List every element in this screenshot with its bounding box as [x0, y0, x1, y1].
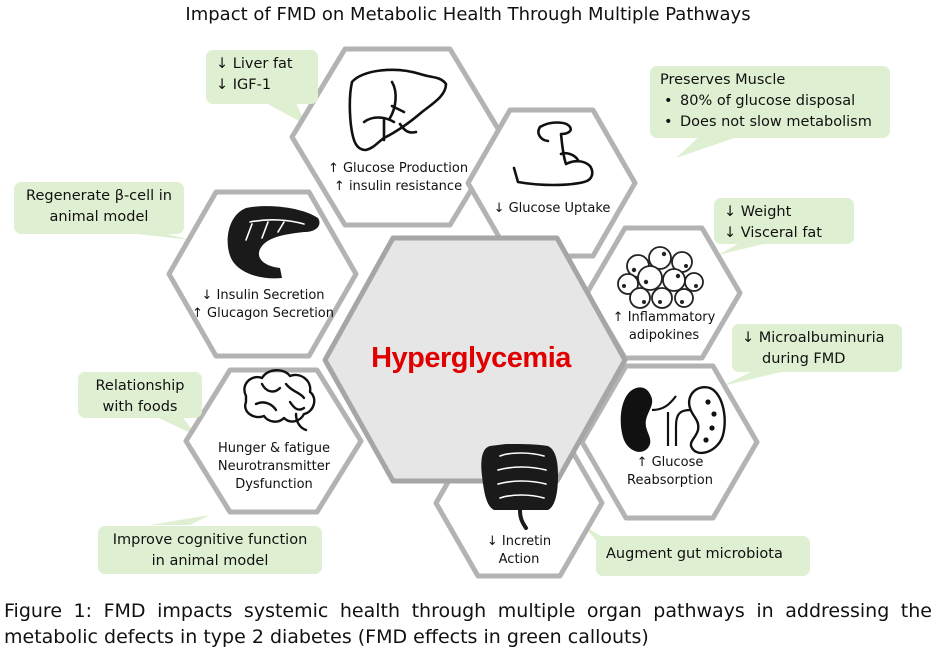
callout-adipose: ↓ Weight ↓ Visceral fat	[714, 198, 854, 244]
diagram-title: Impact of FMD on Metabolic Health Throug…	[0, 4, 936, 25]
callout-pointer-kidney	[722, 370, 790, 386]
hex-label-line: adipokines	[600, 327, 728, 345]
hex-label-line: Action	[460, 551, 578, 569]
hex-label-line: Hunger & fatigue	[200, 440, 348, 458]
callout-line: Relationship	[88, 376, 192, 397]
hex-label-intestine: ↓ Incretin Action	[460, 533, 578, 569]
hex-label-muscle: ↓ Glucose Uptake	[480, 200, 624, 218]
hex-label-line: ↑ Inflammatory	[600, 309, 728, 327]
callout-bullet: Does not slow metabolism	[660, 112, 880, 133]
callout-line: Augment gut microbiota	[606, 544, 800, 565]
callout-muscle: Preserves Muscle 80% of glucose disposal…	[650, 66, 890, 138]
callout-line: Regenerate β-cell in	[24, 186, 174, 207]
hex-label-line: ↑ Glucagon Secretion	[186, 305, 340, 323]
hex-label-line: ↓ Glucose Uptake	[480, 200, 624, 218]
callout-line: ↓ Visceral fat	[724, 223, 844, 244]
hex-label-line: ↓ Insulin Secretion	[186, 287, 340, 305]
callout-line: ↓ IGF-1	[216, 75, 308, 96]
hex-label-pancreas: ↓ Insulin Secretion ↑ Glucagon Secretion	[186, 287, 340, 323]
hex-label-line: ↑ Glucose Production	[316, 160, 480, 178]
callout-kidney: ↓ Microalbuminuria during FMD	[732, 324, 902, 372]
callout-line: in animal model	[108, 551, 312, 572]
hex-label-line: Dysfunction	[200, 476, 348, 494]
callout-line: during FMD	[742, 349, 892, 370]
callout-pointer-cognitive	[150, 515, 210, 525]
hex-label-liver: ↑ Glucose Production ↑ insulin resistanc…	[316, 160, 480, 196]
callout-bullet: 80% of glucose disposal	[660, 91, 880, 112]
callout-line: with foods	[88, 397, 192, 418]
hex-label-kidney: ↑ Glucose Reabsorption	[604, 454, 736, 490]
callout-line: animal model	[24, 207, 174, 228]
hex-label-adipose: ↑ Inflammatory adipokines	[600, 309, 728, 345]
center-label: Hyperglycemia	[331, 342, 611, 375]
callout-line: ↓ Weight	[724, 202, 844, 223]
callout-intestine: Augment gut microbiota	[596, 536, 810, 576]
callout-line: ↓ Liver fat	[216, 54, 308, 75]
hex-label-line: Neurotransmitter	[200, 458, 348, 476]
callout-heading: Preserves Muscle	[660, 70, 880, 91]
hex-label-line: ↑ insulin resistance	[316, 178, 480, 196]
hex-label-line: Reabsorption	[604, 472, 736, 490]
hex-label-brain: Hunger & fatigue Neurotransmitter Dysfun…	[200, 440, 348, 494]
callout-cognitive: Improve cognitive function in animal mod…	[98, 526, 322, 574]
hex-liver	[292, 49, 503, 225]
callout-liver: ↓ Liver fat ↓ IGF-1	[206, 50, 318, 104]
figure-caption: Figure 1: FMD impacts systemic health th…	[4, 598, 932, 650]
callout-line: Improve cognitive function	[108, 530, 312, 551]
callout-pancreas: Regenerate β-cell in animal model	[14, 182, 184, 234]
callout-line: ↓ Microalbuminuria	[742, 328, 892, 349]
hex-label-line: ↑ Glucose	[604, 454, 736, 472]
callout-pointer-muscle	[676, 136, 740, 158]
callout-brain: Relationship with foods	[78, 372, 202, 418]
hex-label-line: ↓ Incretin	[460, 533, 578, 551]
